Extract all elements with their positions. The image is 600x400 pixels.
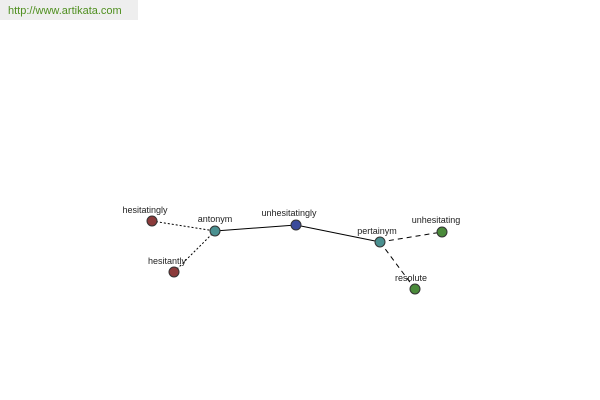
node-unhesitating-dot[interactable] [436, 226, 448, 238]
site-url-link[interactable]: http://www.artikata.com [8, 5, 122, 17]
node-unhesitatingly-dot[interactable] [290, 219, 302, 231]
node-hesitantly[interactable]: hesitantly [148, 256, 187, 278]
node-hesitantly-label: hesitantly [148, 256, 187, 266]
edge-pertainym-resolute [379, 241, 416, 290]
node-pertainym-label: pertainym [357, 226, 397, 236]
node-unhesitating-label: unhesitating [412, 215, 461, 225]
node-hesitatingly-dot[interactable] [146, 215, 158, 227]
node-resolute-label: resolute [395, 273, 427, 283]
node-pertainym[interactable]: pertainym [357, 226, 397, 248]
node-unhesitating[interactable]: unhesitating [412, 215, 461, 238]
edge-pertainym-unhesitating [379, 231, 443, 243]
node-antonym-dot[interactable] [209, 225, 221, 237]
graph-nodes: hesitatingly hesitantly antonym unhesita… [122, 205, 461, 295]
node-antonym-label: antonym [198, 214, 233, 224]
graph-edges [151, 220, 443, 290]
node-hesitatingly[interactable]: hesitatingly [122, 205, 168, 227]
edge-antonym-unhesitatingly [214, 224, 297, 232]
node-unhesitatingly[interactable]: unhesitatingly [261, 208, 317, 231]
node-hesitatingly-label: hesitatingly [122, 205, 168, 215]
edge-unhesitatingly-pertainym [295, 224, 381, 243]
node-pertainym-dot[interactable] [374, 236, 386, 248]
node-unhesitatingly-label: unhesitatingly [261, 208, 317, 218]
node-resolute[interactable]: resolute [395, 273, 427, 295]
edge-hesitatingly-antonym [151, 220, 216, 232]
node-hesitantly-dot[interactable] [168, 266, 180, 278]
edge-hesitantly-antonym [173, 230, 216, 273]
node-antonym[interactable]: antonym [198, 214, 233, 237]
url-banner: http://www.artikata.com [0, 0, 138, 20]
node-resolute-dot[interactable] [409, 283, 421, 295]
